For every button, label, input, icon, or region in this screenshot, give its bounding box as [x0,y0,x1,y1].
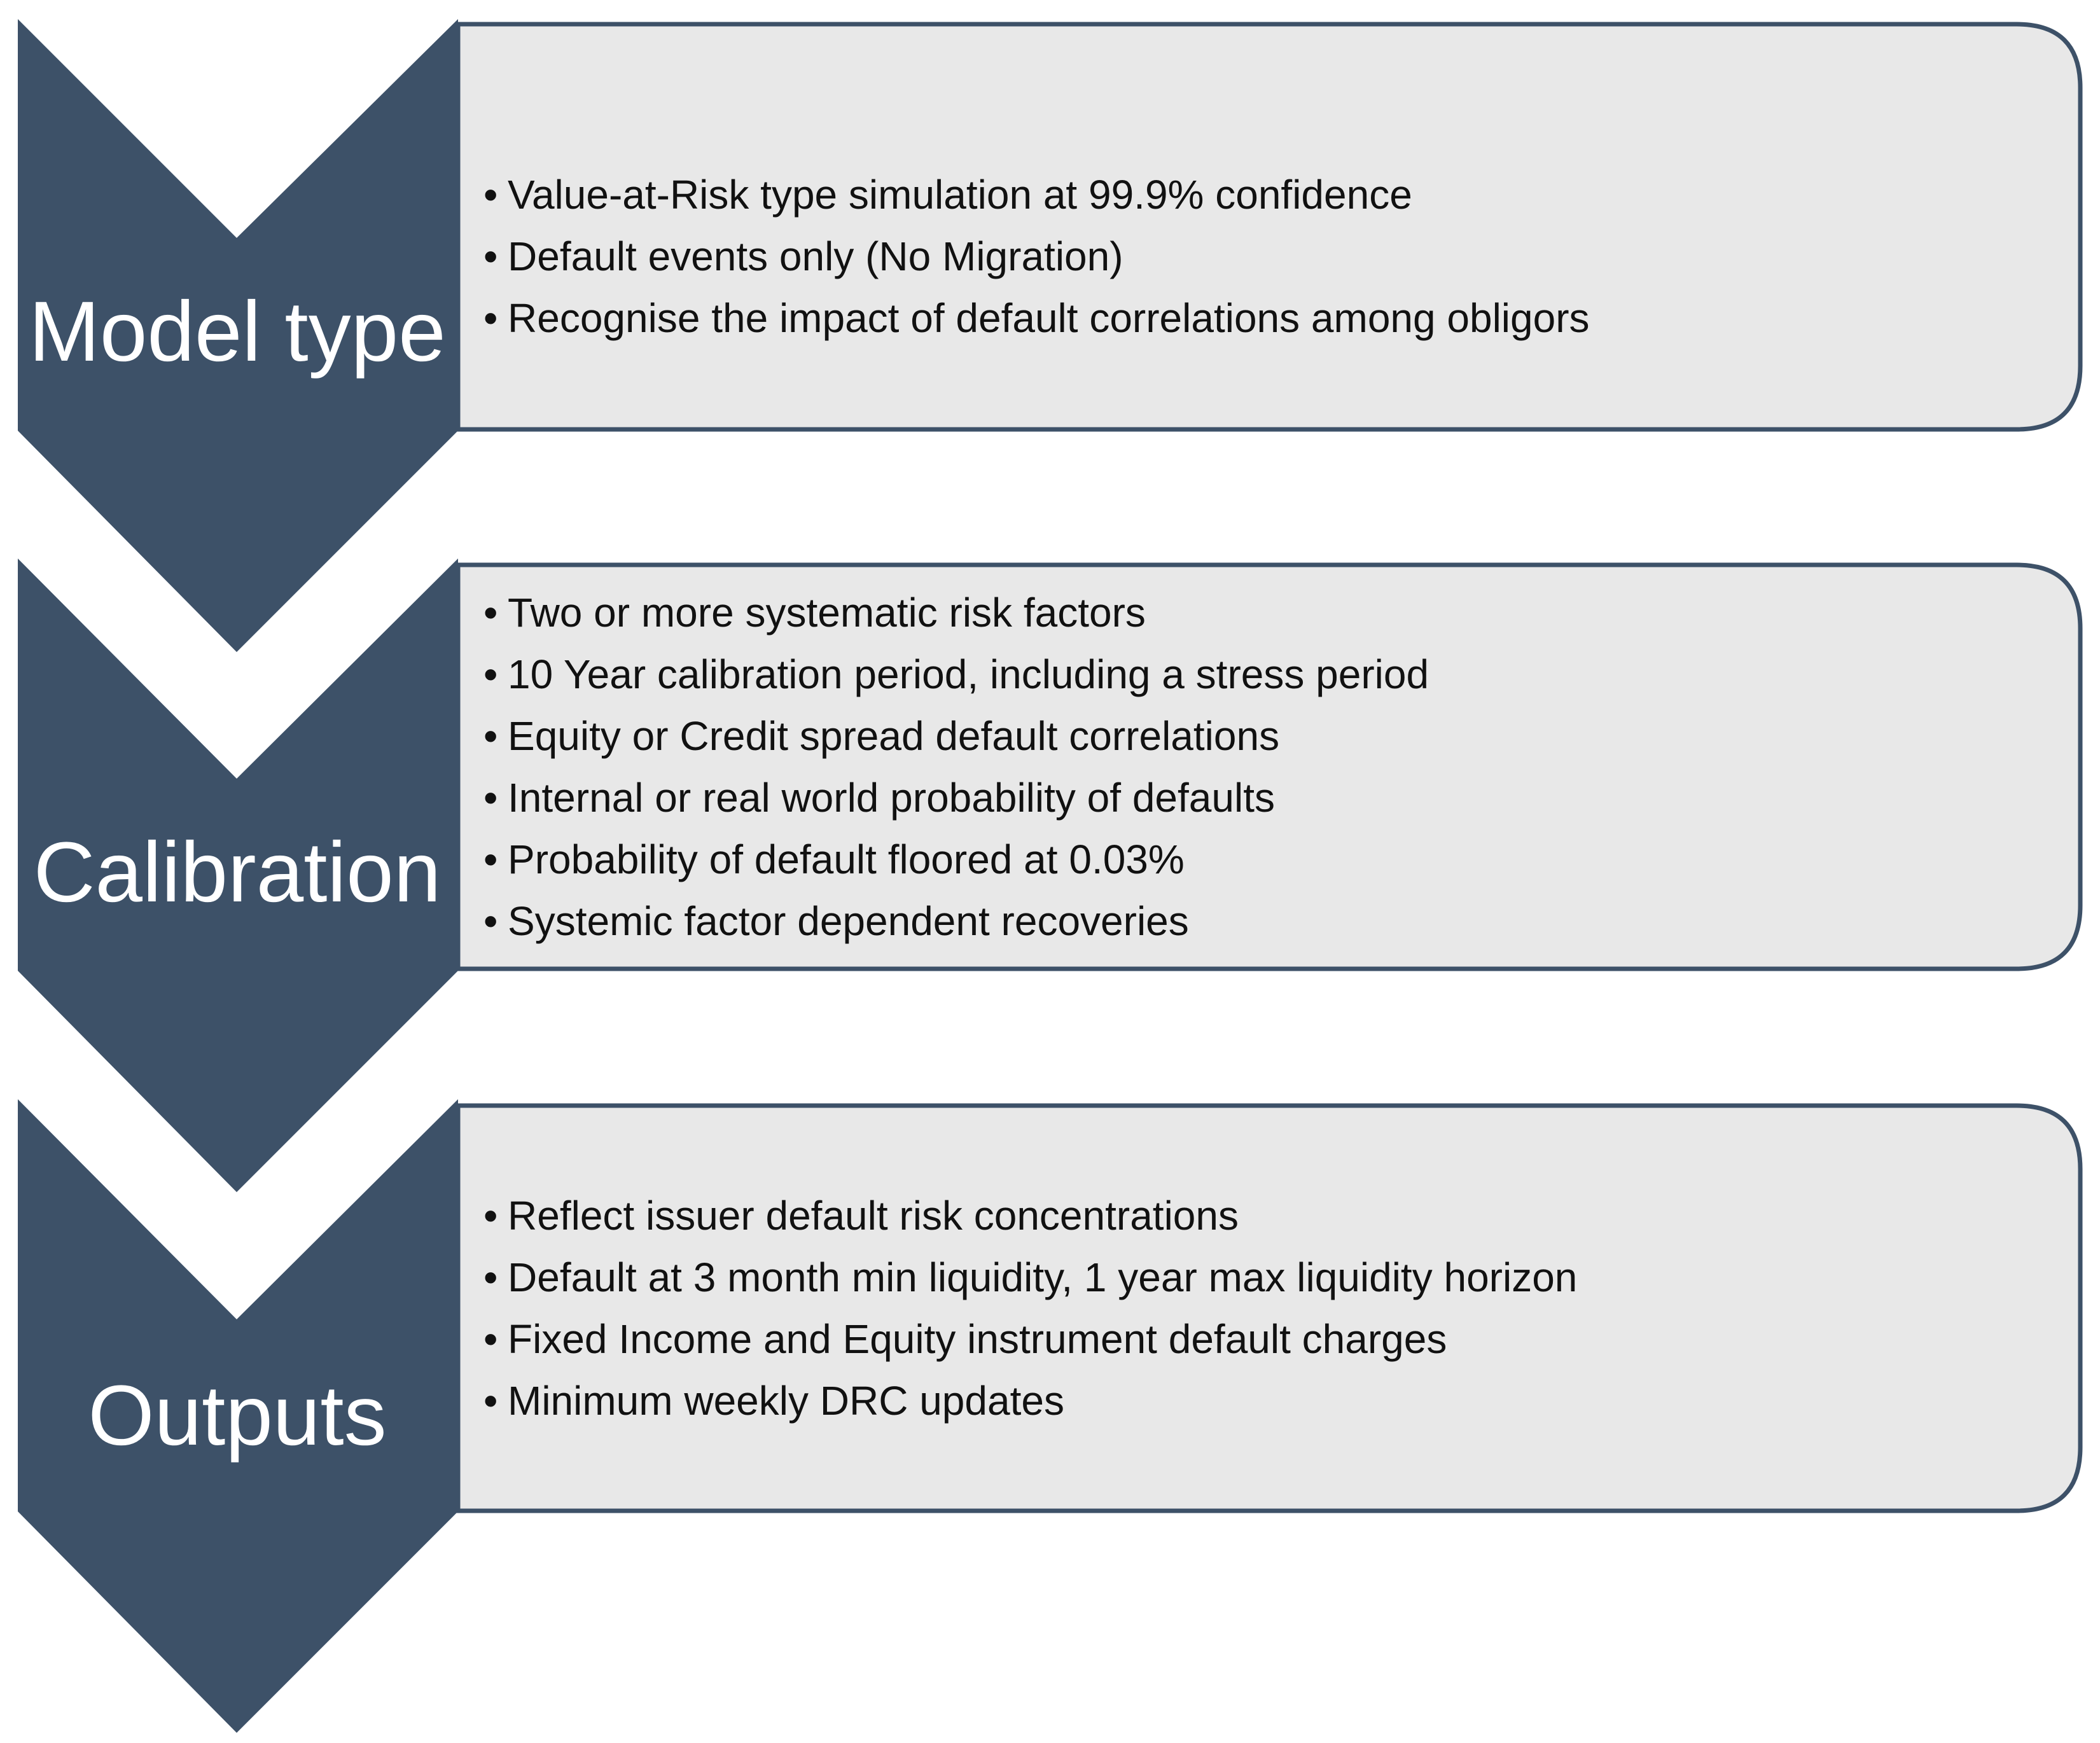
outputs-chevron [18,1099,458,1733]
bullet-icon: • [483,775,498,821]
bullet-item: • Value-at-Risk type simulation at 99.9%… [483,164,2036,226]
bullet-icon: • [483,898,498,944]
bullet-icon: • [483,837,498,882]
outputs-label: Outputs [88,1368,387,1463]
bullet-text: Probability of default floored at 0.03% [508,837,1185,882]
model-type-bullets: • Value-at-Risk type simulation at 99.9%… [483,164,2036,349]
bullet-icon: • [483,1254,498,1300]
bullet-item: • Recognise the impact of default correl… [483,288,2036,349]
bullet-icon: • [483,295,498,341]
bullet-item: • Equity or Credit spread default correl… [483,705,2036,767]
calibration-chevron [18,559,458,1192]
bullet-text: Value-at-Risk type simulation at 99.9% c… [508,172,1412,218]
bullet-icon: • [483,172,498,218]
calibration-panel [455,562,2083,971]
bullet-text: Fixed Income and Equity instrument defau… [508,1316,1447,1362]
bullet-item: • Probability of default floored at 0.03… [483,829,2036,891]
bullet-text: Recognise the impact of default correlat… [508,295,1590,341]
model-type-panel [455,22,2083,432]
bullet-item: • Systemic factor dependent recoveries [483,891,2036,952]
bullet-item: • Default events only (No Migration) [483,226,2036,288]
bullet-text: Reflect issuer default risk concentratio… [508,1193,1239,1239]
model-type-label: Model type [29,284,446,379]
bullet-text: Internal or real world probability of de… [508,775,1275,821]
bullet-icon: • [483,1193,498,1239]
bullet-icon: • [483,1316,498,1362]
bullet-text: 10 Year calibration period, including a … [508,651,1429,697]
model-type-chevron [18,19,458,652]
bullet-item: • Internal or real world probability of … [483,767,2036,829]
bullet-text: Default at 3 month min liquidity, 1 year… [508,1254,1578,1300]
outputs-bullets: • Reflect issuer default risk concentrat… [483,1185,2036,1432]
bullet-item: • Default at 3 month min liquidity, 1 ye… [483,1247,2036,1309]
outputs-panel [455,1103,2083,1513]
bullet-icon: • [483,1378,498,1424]
bullet-item: • Fixed Income and Equity instrument def… [483,1309,2036,1370]
bullet-text: Equity or Credit spread default correlat… [508,713,1280,759]
bullet-icon: • [483,713,498,759]
bullet-text: Systemic factor dependent recoveries [508,898,1189,944]
bullet-item: • Minimum weekly DRC updates [483,1370,2036,1432]
bullet-item: • 10 Year calibration period, including … [483,644,2036,705]
bullet-item: • Two or more systematic risk factors [483,582,2036,644]
calibration-label: Calibration [33,825,442,920]
bullet-text: Minimum weekly DRC updates [508,1378,1064,1424]
bullet-text: Two or more systematic risk factors [508,590,1146,635]
bullet-item: • Reflect issuer default risk concentrat… [483,1185,2036,1247]
calibration-bullets: • Two or more systematic risk factors • … [483,582,2036,952]
bullet-icon: • [483,233,498,279]
bullet-icon: • [483,590,498,635]
bullet-text: Default events only (No Migration) [508,233,1123,279]
bullet-icon: • [483,651,498,697]
